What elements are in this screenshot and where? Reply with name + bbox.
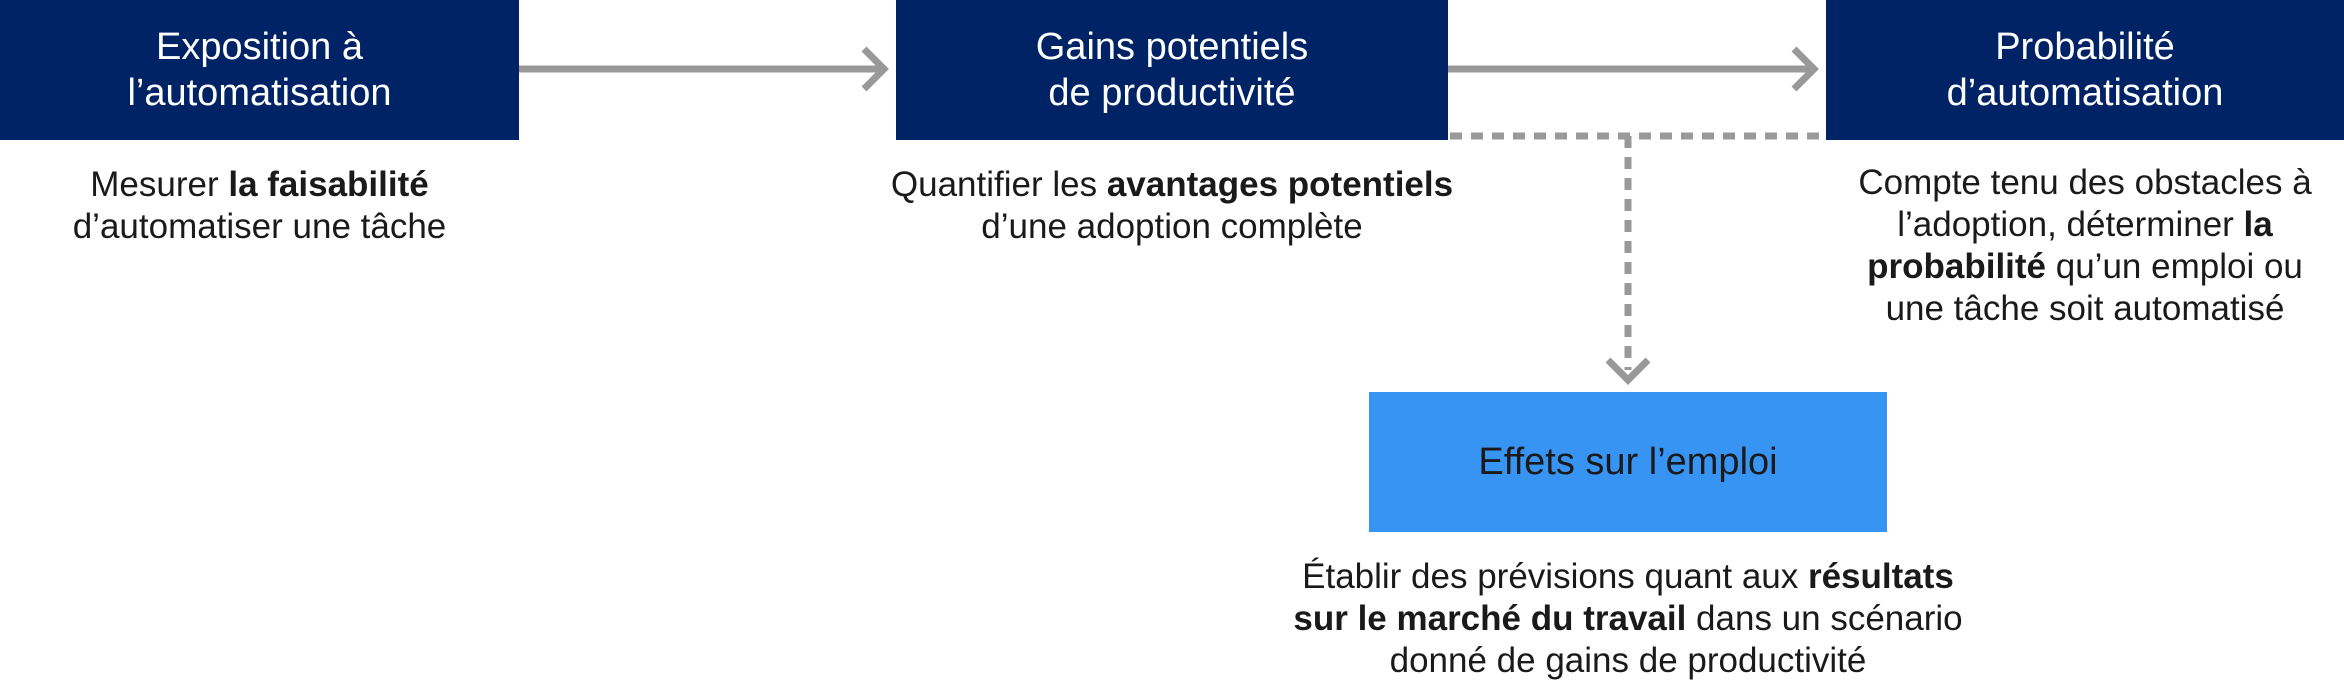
desc-gains: Quantifier les avantages potentiels d’un…: [822, 164, 1522, 248]
arrowhead-probability: [1791, 46, 1819, 92]
desc-probability-line4: une tâche soit automatisé: [1885, 289, 2285, 328]
desc-employment-line2: dans un scénario: [1686, 599, 1963, 638]
desc-employment-bold-2: sur le marché du travail: [1293, 599, 1687, 638]
box-employment: Effets sur l’emploi: [1369, 392, 1887, 532]
desc-probability-line2: l’adoption, déterminer: [1897, 205, 2244, 244]
box-employment-title: Effets sur l’emploi: [1478, 441, 1778, 483]
desc-exposure: Mesurer la faisabilité d’automatiser une…: [0, 164, 519, 248]
desc-gains-bold: avantages potentiels: [1106, 165, 1454, 204]
desc-probability: Compte tenu des obstacles à l’adoption, …: [1826, 162, 2344, 330]
desc-probability-line1: Compte tenu des obstacles à: [1858, 163, 2312, 202]
box-gains: Gains potentiels de productivité: [896, 0, 1448, 140]
desc-exposure-line2: d’automatiser une tâche: [72, 207, 447, 246]
arrowhead-employment: [1605, 357, 1651, 385]
desc-gains-line2: d’une adoption complète: [981, 207, 1363, 246]
box-probability: Probabilité d’automatisation: [1826, 0, 2344, 140]
desc-exposure-text: Mesurer: [90, 165, 229, 204]
desc-employment: Établir des prévisions quant aux résulta…: [1248, 556, 2008, 682]
desc-employment-line1: Établir des prévisions quant aux: [1302, 557, 1808, 596]
desc-employment-bold-1: résultats: [1807, 557, 1954, 596]
box-gains-title: Gains potentiels de productivité: [1035, 26, 1309, 114]
box-exposure: Exposition à l’automatisation: [0, 0, 519, 140]
arrowhead-gains: [861, 46, 889, 92]
box-probability-title: Probabilité d’automatisation: [1946, 26, 2224, 114]
desc-probability-bold-2: probabilité: [1867, 247, 2047, 286]
desc-employment-line3: donné de gains de productivité: [1389, 641, 1867, 680]
desc-probability-bold-1: la: [2243, 205, 2273, 244]
desc-gains-text: Quantifier les: [890, 165, 1107, 204]
desc-probability-line3: qu’un emploi ou: [2046, 247, 2303, 286]
box-exposure-title: Exposition à l’automatisation: [127, 26, 392, 114]
desc-exposure-bold: la faisabilité: [228, 165, 429, 204]
